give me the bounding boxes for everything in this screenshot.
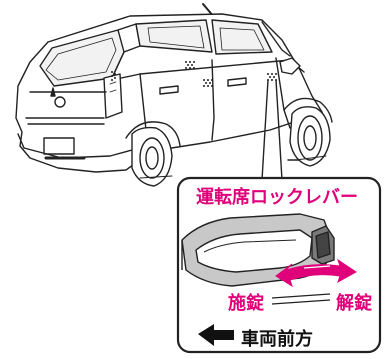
car-illustration	[15, 3, 333, 187]
door-lock-markers	[111, 61, 277, 87]
arrow-left-icon	[198, 324, 234, 346]
lock-label: 施錠	[228, 293, 264, 314]
unlock-label: 解錠	[336, 293, 372, 314]
door-handle-detail	[181, 213, 335, 287]
lock-unlock-separator	[271, 293, 331, 305]
callout-leader	[261, 79, 283, 181]
double-arrow-icon	[275, 258, 357, 288]
vehicle-front-label: 車両前方	[241, 329, 313, 350]
driver-lock-lever-title: 運転席ロックレバー	[196, 187, 358, 208]
